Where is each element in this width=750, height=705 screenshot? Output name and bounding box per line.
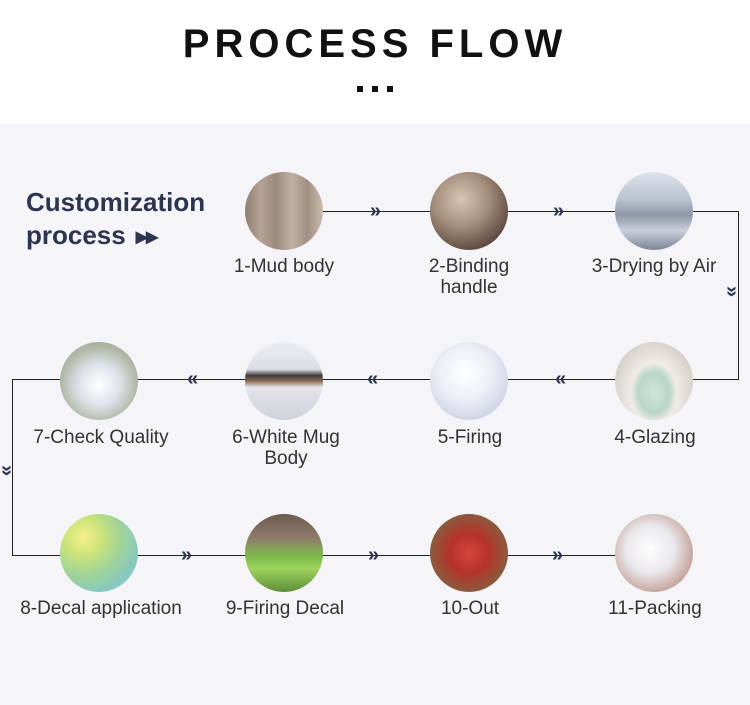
customization-line1: Customization bbox=[26, 186, 205, 219]
step-image-check-quality bbox=[60, 342, 138, 420]
chevron-right-icon: » bbox=[370, 201, 378, 221]
step-image-packing bbox=[615, 514, 693, 592]
chevron-right-icon: » bbox=[181, 545, 189, 565]
chevron-right-icon: » bbox=[553, 201, 561, 221]
step-label-firing-decal: 9-Firing Decal bbox=[185, 598, 385, 619]
step-image-firing bbox=[430, 342, 508, 420]
step-label-out: 10-Out bbox=[370, 598, 570, 619]
chevron-right-icon: » bbox=[552, 545, 560, 565]
customization-heading: Customization process ▶▶ bbox=[26, 186, 205, 254]
chevron-left-icon: « bbox=[367, 369, 375, 389]
step-label-packing: 11-Packing bbox=[555, 598, 750, 619]
step-label-decal-application: 8-Decal application bbox=[1, 598, 201, 619]
chevron-down-icon: » bbox=[722, 286, 742, 294]
step-image-firing-decal bbox=[245, 514, 323, 592]
chevron-left-icon: « bbox=[555, 369, 563, 389]
chevron-down-icon: » bbox=[0, 465, 17, 473]
title-dots bbox=[357, 86, 393, 92]
step-label-drying-by-air: 3-Drying by Air bbox=[554, 256, 750, 277]
chevron-right-icon: » bbox=[368, 545, 376, 565]
step-image-out bbox=[430, 514, 508, 592]
step-label-glazing: 4-Glazing bbox=[555, 427, 750, 448]
step-image-glazing bbox=[615, 342, 693, 420]
page-title: PROCESS FLOW bbox=[0, 22, 750, 67]
step-image-drying-by-air bbox=[615, 172, 693, 250]
step-image-mud-body bbox=[245, 172, 323, 250]
double-triangle-right-icon: ▶▶ bbox=[136, 229, 157, 246]
step-image-white-mug-body bbox=[245, 342, 323, 420]
chevron-left-icon: « bbox=[187, 369, 195, 389]
step-label-firing: 5-Firing bbox=[370, 427, 570, 448]
step-label-mud-body: 1-Mud body bbox=[184, 256, 384, 277]
step-image-binding-handle bbox=[430, 172, 508, 250]
step-image-decal-application bbox=[60, 514, 138, 592]
step-label-check-quality: 7-Check Quality bbox=[1, 427, 201, 448]
customization-line2: process bbox=[26, 220, 126, 250]
connector-line bbox=[738, 211, 739, 379]
